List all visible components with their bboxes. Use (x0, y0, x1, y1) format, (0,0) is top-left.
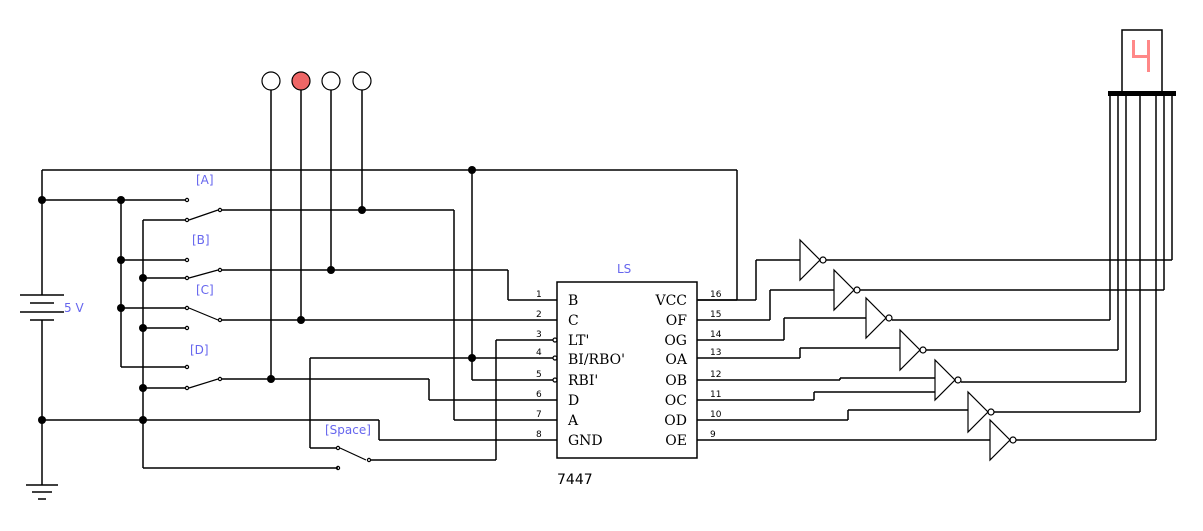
display-segment-f (1132, 40, 1135, 56)
display-digit (1132, 40, 1150, 72)
display-segment-c (1147, 56, 1150, 72)
pin-number: 14 (710, 330, 722, 340)
pin-number: 15 (710, 310, 721, 320)
chip-part-number: 7447 (557, 472, 593, 488)
vcc-rail (42, 169, 738, 381)
switch-space-label: [Space] (325, 423, 371, 437)
inverter-7 (989, 418, 1017, 462)
pin-number: 7 (536, 410, 542, 420)
pin-number: 11 (710, 390, 721, 400)
pin-name: D (568, 393, 579, 409)
inverter-5 (934, 358, 962, 402)
switch-b-label: [B] (192, 233, 210, 247)
pin-name: LT' (568, 333, 589, 349)
pin-number: 10 (710, 410, 722, 420)
battery: 5 V (20, 170, 84, 485)
pin-number: 3 (536, 330, 542, 340)
switch-a-label: [A] (196, 173, 214, 187)
pin-name: VCC (654, 293, 687, 309)
logic-probe-b (321, 71, 341, 91)
switch-d[interactable]: [D] (184, 343, 536, 401)
display-wires (826, 95, 1173, 441)
pin-name: B (568, 293, 578, 309)
pin-number: 13 (710, 348, 721, 358)
pin-number: 6 (536, 390, 542, 400)
display-segment-b (1147, 40, 1150, 56)
pin-number: 8 (536, 430, 542, 440)
pin-number: 9 (710, 430, 716, 440)
inverters (799, 238, 1017, 462)
inverter-4 (899, 328, 927, 372)
switch-c-label: [C] (196, 283, 214, 297)
logic-probe-c (291, 71, 311, 91)
pin-number: 5 (536, 370, 542, 380)
pin-name: OB (665, 373, 687, 389)
ic-7447: LS 7447 1 2 3 4 5 6 7 8 B C LT' BI/RBO' … (536, 262, 722, 488)
pin-name: OD (664, 413, 687, 429)
pin-name: GND (568, 433, 603, 449)
inverter-2 (833, 268, 861, 312)
switch-space[interactable]: [Space] (309, 339, 536, 471)
switch-c[interactable]: [C] (184, 283, 536, 331)
switch-d-label: [D] (190, 343, 209, 357)
display-segment-g (1132, 55, 1150, 58)
ground-symbol (26, 484, 58, 500)
pin-name: C (568, 313, 579, 329)
pin-name: A (567, 413, 579, 429)
logic-probe-d (261, 71, 281, 91)
logic-probes (261, 71, 372, 91)
junction-dots (38, 166, 476, 424)
probe-lines (270, 90, 363, 379)
pin-name: OF (666, 313, 687, 329)
pin-name: RBI' (568, 373, 598, 389)
pin-number: 2 (536, 310, 542, 320)
battery-voltage-label: 5 V (64, 301, 84, 315)
pin-number: 16 (710, 290, 722, 300)
inverter-1 (799, 238, 827, 282)
pin-number: 1 (536, 290, 542, 300)
seven-segment-display (1108, 29, 1176, 96)
pin-name: OG (664, 333, 687, 349)
logic-probe-a (352, 71, 372, 91)
pin-name: BI/RBO' (568, 352, 625, 368)
pin-number: 4 (536, 348, 542, 358)
pin-name: OA (665, 352, 687, 368)
pin-name: OE (665, 433, 687, 449)
switch-b[interactable]: [B] (184, 233, 536, 301)
pin-number: 12 (710, 370, 721, 380)
pin-name: OC (665, 393, 687, 409)
inverter-3 (865, 296, 893, 340)
chip-top-label: LS (617, 262, 631, 276)
output-wires (720, 259, 990, 441)
ground-rail (42, 219, 536, 469)
switch-a[interactable]: [A] (184, 173, 536, 421)
